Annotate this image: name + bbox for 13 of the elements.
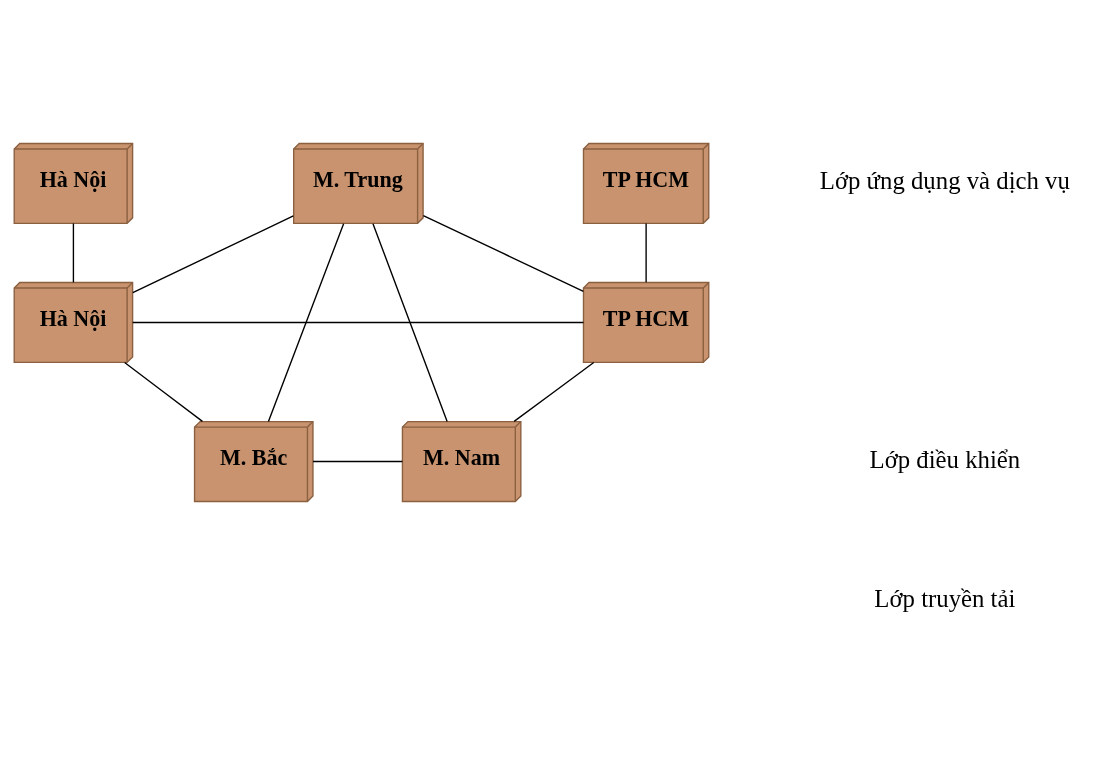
connector <box>72 222 75 283</box>
connector <box>422 214 585 292</box>
label: Lớp truyền tải <box>874 584 1016 612</box>
connector <box>123 361 204 422</box>
connector <box>513 361 595 422</box>
connector <box>372 222 448 422</box>
label: Lớp điều khiển <box>869 445 1021 473</box>
connector <box>132 214 295 293</box>
connector <box>132 321 585 323</box>
label: Lớp ứng dụng và dịch vụ <box>819 166 1070 194</box>
connector <box>312 460 404 462</box>
connector <box>267 222 345 422</box>
connector <box>645 222 647 283</box>
